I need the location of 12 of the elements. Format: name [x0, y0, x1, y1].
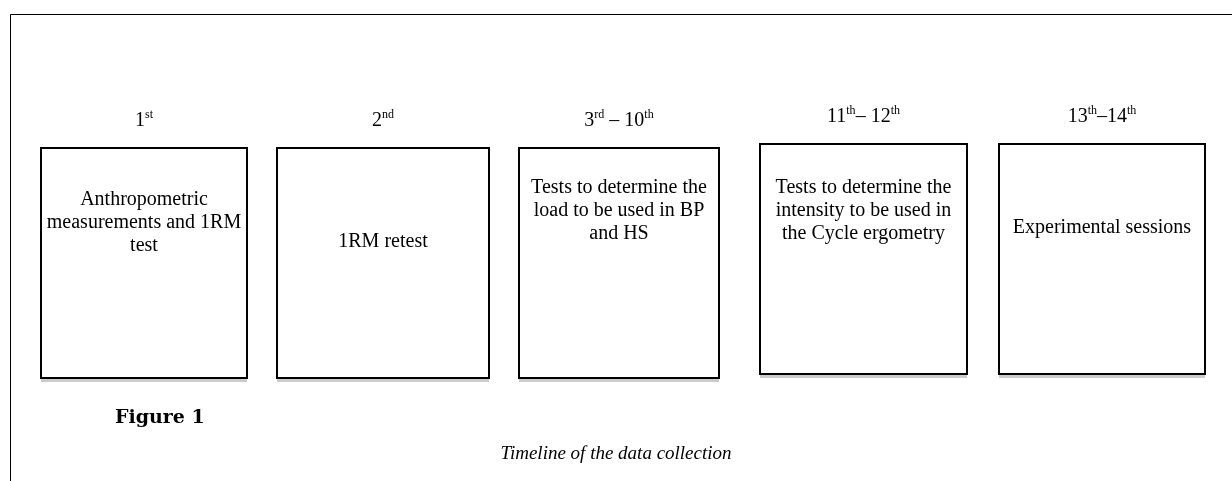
session-heading: 2$^{nd}$: [372, 107, 394, 131]
session-heading: 1$^{st}$: [135, 107, 153, 131]
box-text: 1RM retest: [337, 229, 429, 252]
session-heading: 11$^{th}$– 12$^{th}$: [827, 103, 900, 127]
box-text: Anthropometric measurements and 1RM test: [45, 187, 243, 256]
figure-caption: Timeline of the data collection: [500, 442, 732, 463]
figure-title: Figure 1: [115, 405, 205, 427]
session-heading: 13$^{th}$–14$^{th}$: [1067, 103, 1137, 127]
box-text: Tests to determine the load to be used in BP and HS: [530, 175, 708, 244]
box-text: Experimental sessions: [1011, 215, 1193, 238]
session-heading: 3$^{rd}$ – 10$^{th}$: [584, 107, 654, 131]
box-text: Tests to determine the intensity to be used in the Cycle ergometry: [774, 175, 953, 244]
